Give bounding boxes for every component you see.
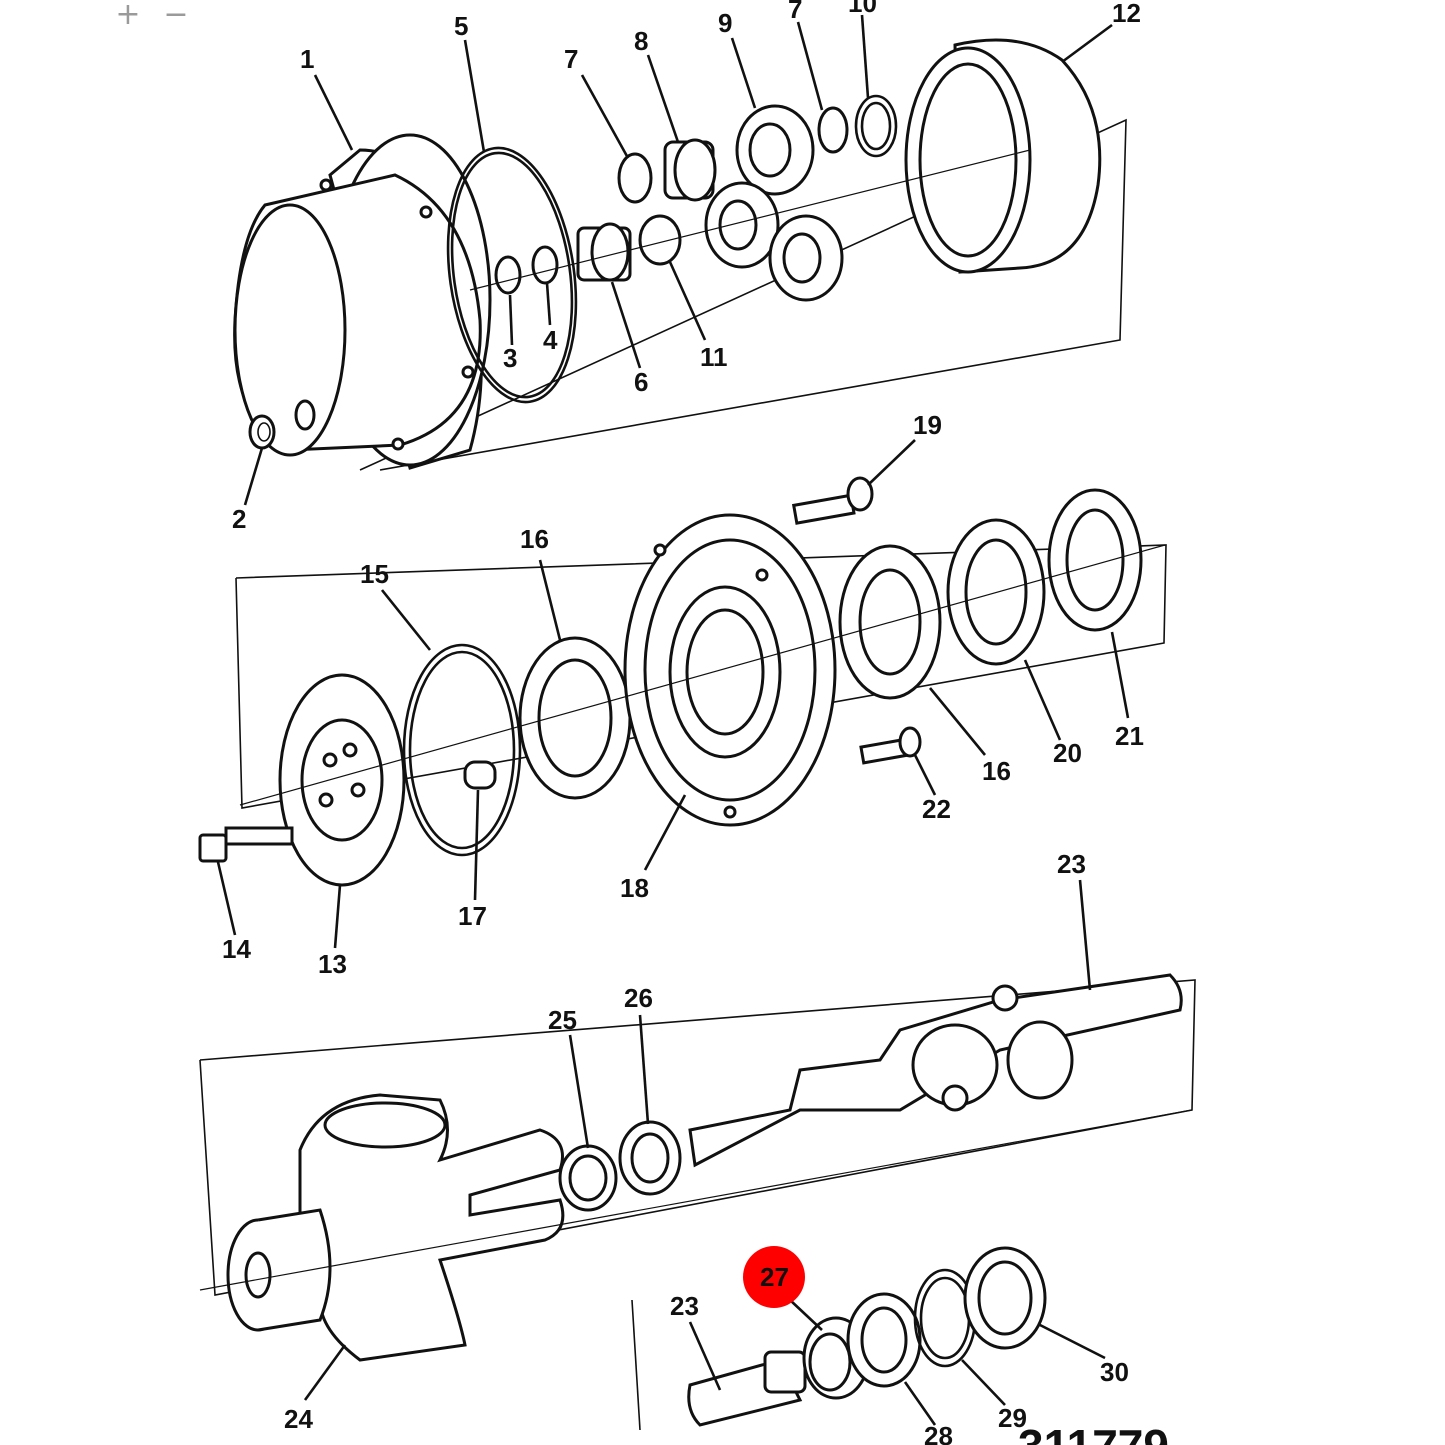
- part-23-axle-shaft-upper: [688, 973, 1183, 1168]
- part-15-snap-ring: [402, 643, 522, 857]
- callout-numbers: 1 2 3 4 5 6 7 7 8 9 10 11 12 13 14 15 16…: [222, 0, 1144, 1445]
- part-2-plug: [248, 414, 276, 450]
- axis-line-middle: [239, 544, 1166, 806]
- callout-7-right[interactable]: 7: [788, 0, 802, 24]
- part-18-wheel-hub: [623, 513, 837, 827]
- part-17-dowel: [463, 760, 497, 790]
- callout-leader-lines: [216, 14, 1130, 1426]
- part-12-ring-gear: [904, 38, 1102, 274]
- callout-11[interactable]: 11: [700, 342, 728, 372]
- callout-24[interactable]: 24: [284, 1404, 313, 1434]
- part-28-bearing: [846, 1292, 922, 1388]
- part-30-bearing: [963, 1246, 1047, 1350]
- callout-14[interactable]: 14: [222, 934, 251, 964]
- callout-5[interactable]: 5: [454, 11, 468, 41]
- part-23-axle-shaft-lower: [687, 1350, 807, 1427]
- part-1-hub-cover: [233, 133, 492, 470]
- axis-line-upper: [469, 149, 1031, 291]
- callout-12[interactable]: 12: [1112, 0, 1141, 28]
- part-6-sun-gear: [576, 222, 632, 282]
- part-21-seal: [1047, 488, 1143, 632]
- callout-3[interactable]: 3: [503, 343, 517, 373]
- drawing-number: 311779: [1018, 1420, 1169, 1445]
- selected-callout-marker[interactable]: [743, 1246, 805, 1308]
- callout-23-upper[interactable]: 23: [1057, 849, 1086, 879]
- callout-6[interactable]: 6: [634, 367, 648, 397]
- callout-25[interactable]: 25: [548, 1005, 577, 1035]
- axis-line-lower: [199, 1109, 1193, 1291]
- callout-16-left[interactable]: 16: [520, 524, 549, 554]
- frame-bottom: [631, 1299, 641, 1431]
- callout-1[interactable]: 1: [300, 44, 314, 74]
- zoom-in-button[interactable]: +: [115, 0, 141, 32]
- part-22-bolt: [859, 726, 922, 765]
- part-5-o-ring: [446, 146, 578, 404]
- callout-20[interactable]: 20: [1053, 738, 1082, 768]
- part-14-bolt: [198, 826, 294, 863]
- callout-19[interactable]: 19: [913, 410, 942, 440]
- frame-upper: [359, 118, 1127, 471]
- part-10-circlip: [854, 94, 898, 158]
- callout-8[interactable]: 8: [634, 26, 648, 56]
- part-9-planet-gear: [735, 104, 815, 196]
- callout-16-right[interactable]: 16: [982, 756, 1011, 786]
- part-7-snap-ring-right: [817, 106, 849, 154]
- callout-22[interactable]: 22: [922, 794, 951, 824]
- part-4-clip: [531, 245, 559, 285]
- callout-15[interactable]: 15: [360, 559, 389, 589]
- part-8-spacer: [663, 138, 717, 202]
- callout-4[interactable]: 4: [543, 325, 558, 355]
- callout-28[interactable]: 28: [924, 1421, 953, 1445]
- part-3-washer: [494, 255, 522, 295]
- part-11-bushing: [638, 214, 682, 266]
- frame-middle: [235, 544, 1167, 809]
- callout-13[interactable]: 13: [318, 949, 347, 979]
- callout-29[interactable]: 29: [998, 1403, 1027, 1433]
- callout-27[interactable]: 27: [760, 1262, 789, 1292]
- callout-26[interactable]: 26: [624, 983, 653, 1013]
- part-25-needle-bearing: [558, 1144, 618, 1212]
- part-16-bearing-left: [518, 636, 632, 800]
- part-13-tone-ring: [278, 673, 406, 887]
- part-26-seal: [618, 1120, 682, 1196]
- callout-2[interactable]: 2: [232, 504, 246, 534]
- zoom-out-button[interactable]: −: [163, 0, 189, 32]
- callout-21[interactable]: 21: [1115, 721, 1144, 751]
- part-24-steering-knuckle: [226, 1093, 565, 1362]
- callout-23-lower[interactable]: 23: [670, 1291, 699, 1321]
- part-7-snap-ring-left: [617, 152, 653, 204]
- callout-30[interactable]: 30: [1100, 1357, 1129, 1387]
- part-planet-gear-lower: [704, 181, 844, 302]
- part-19-stud: [791, 476, 874, 525]
- callout-17[interactable]: 17: [458, 901, 487, 931]
- callout-7-left[interactable]: 7: [564, 44, 578, 74]
- callout-18[interactable]: 18: [620, 873, 649, 903]
- callout-9[interactable]: 9: [718, 8, 732, 38]
- callout-10[interactable]: 10: [848, 0, 877, 18]
